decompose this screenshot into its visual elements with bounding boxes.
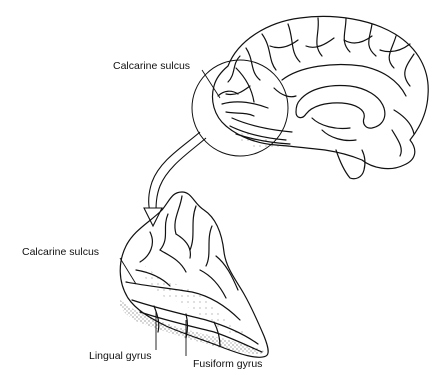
corpus-callosum [296,86,385,129]
upper-stipple [230,126,296,149]
calcarine-leader-upper [202,70,220,98]
zoom-arrow [144,132,206,226]
lingual-gyrus-label: Lingual gyrus [89,350,151,362]
calcarine-sulcus-label-upper: Calcarine sulcus [113,60,190,72]
calcarine-sulcus-upper [222,102,268,108]
calcarine-sulcus-label-lower: Calcarine sulcus [22,246,99,258]
medial-brain-view [213,16,429,178]
brainstem [336,150,365,179]
calcarine-leader-lower [120,258,136,284]
occipital-lobe-detail [120,192,269,357]
magnifier-circle [192,60,288,156]
brain-outline [213,16,429,168]
fusiform-gyrus-label: Fusiform gyrus [193,358,262,370]
